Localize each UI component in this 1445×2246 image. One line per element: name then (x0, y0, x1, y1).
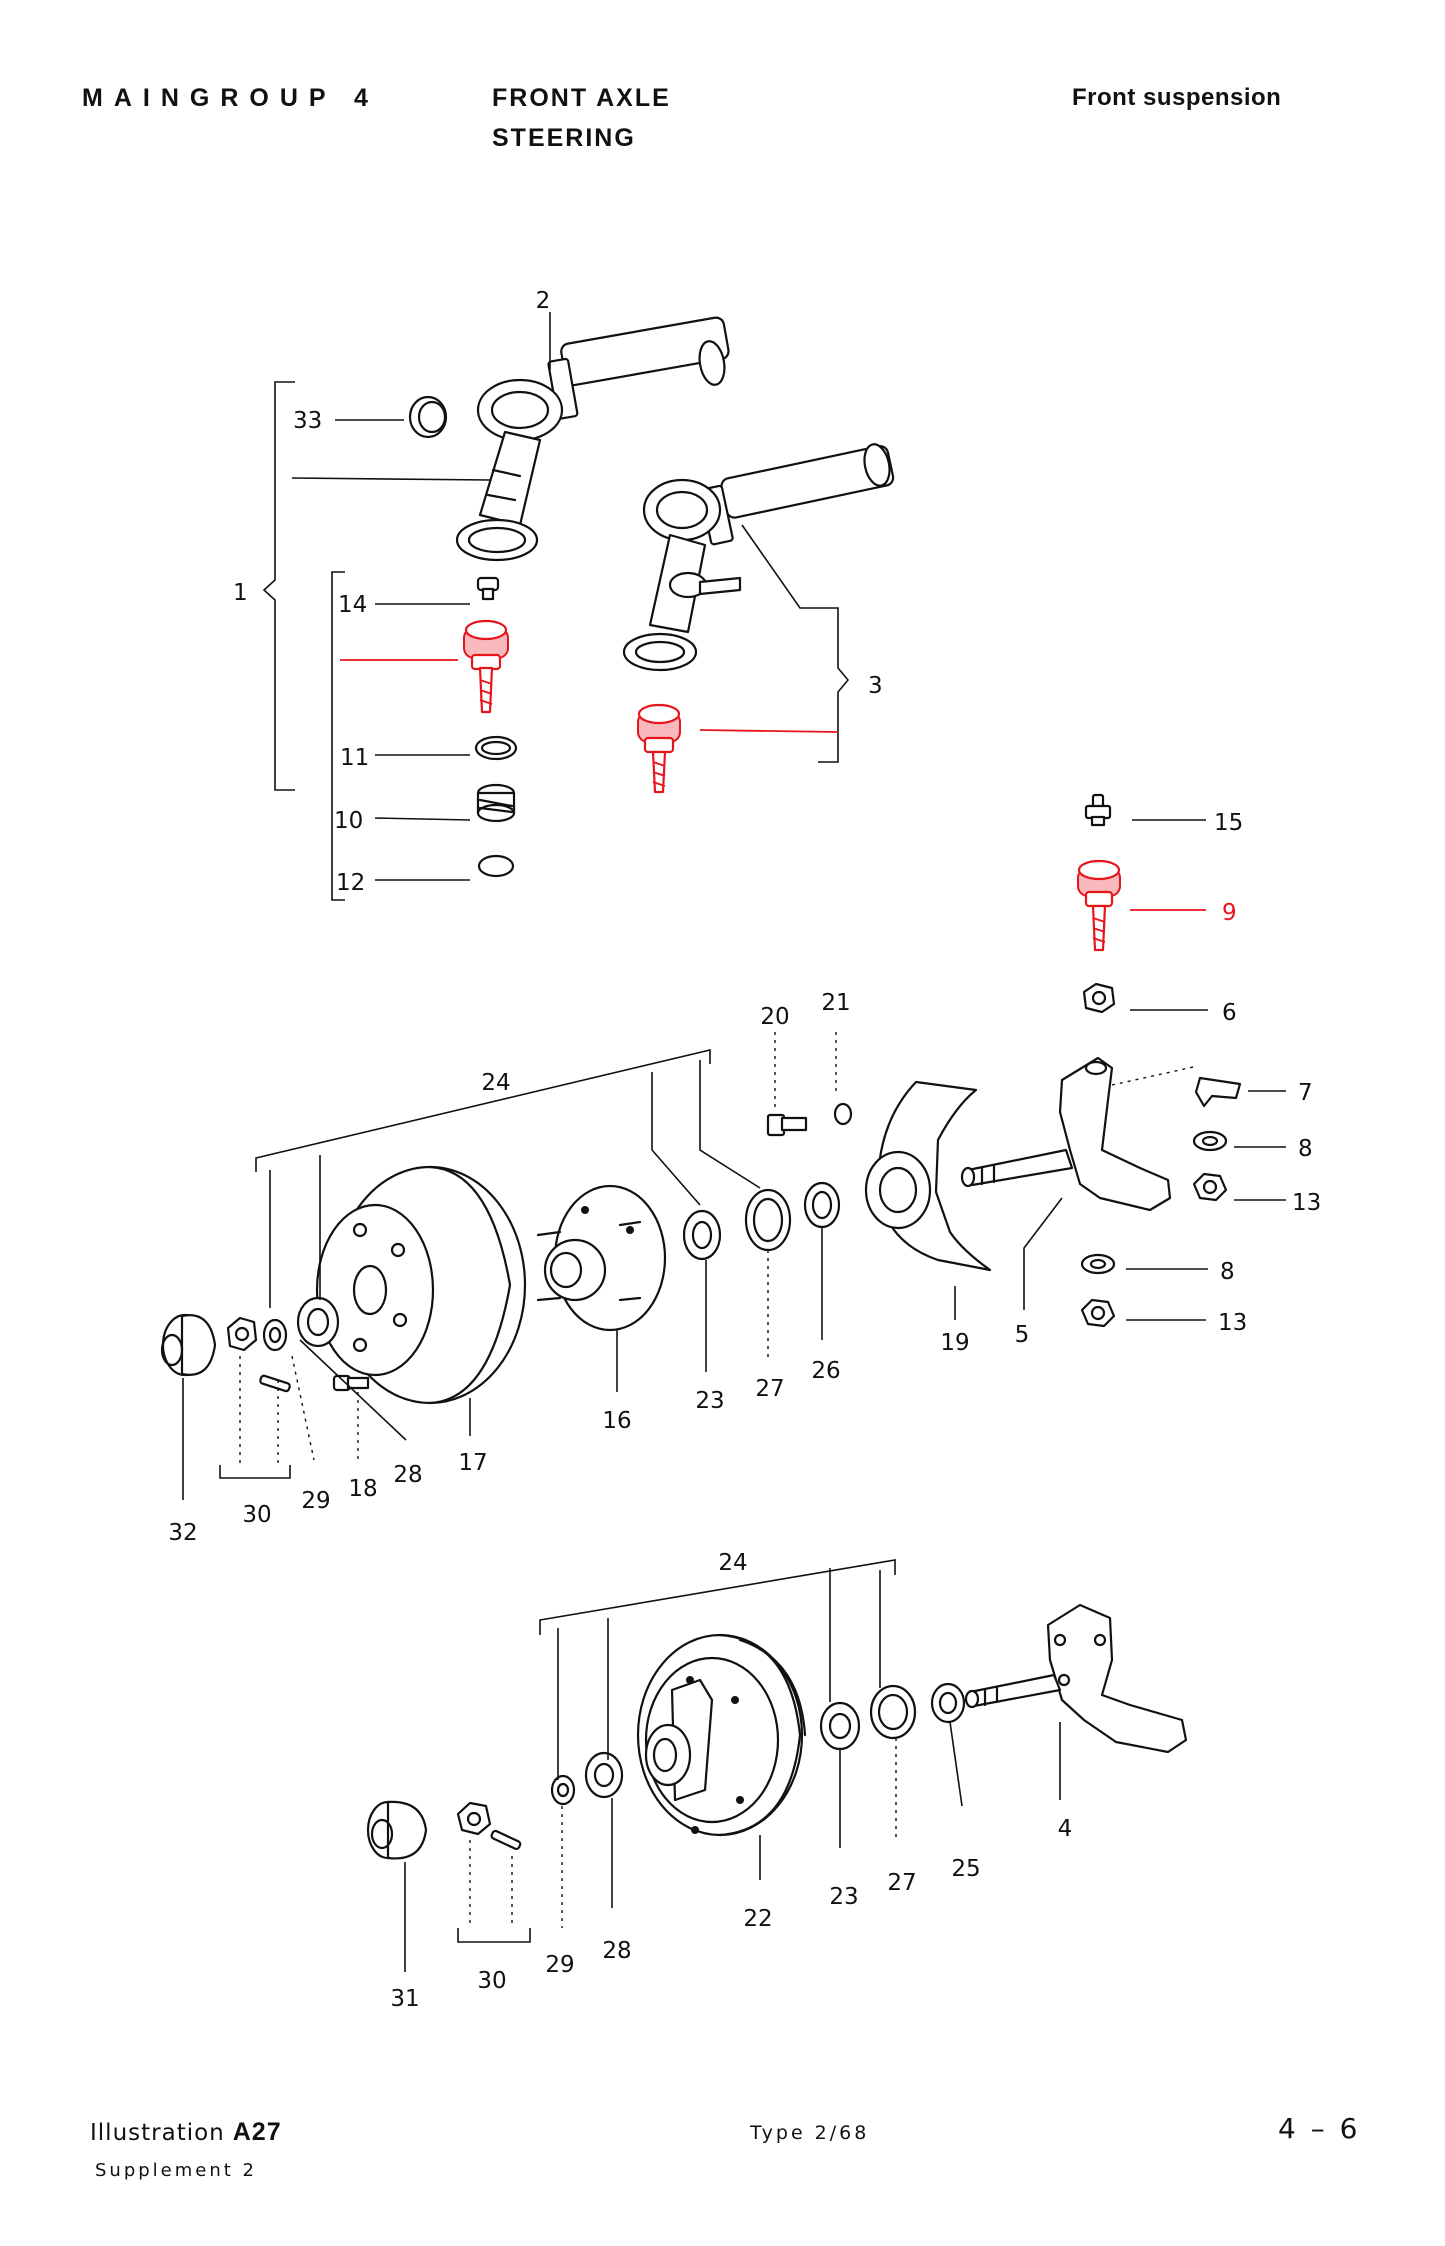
callout-10: 10 (334, 808, 363, 834)
upper-torsion-arm-assembly (455, 316, 730, 562)
part-14-plug (476, 576, 500, 601)
callout-22: 22 (743, 1906, 772, 1932)
callout-23-upper: 23 (695, 1388, 724, 1414)
ball-joint-upper-highlight (463, 619, 509, 714)
callout-14: 14 (338, 592, 367, 618)
callout-labels: 2 33 1 14 11 10 12 3 15 9 6 7 8 13 8 13 … (168, 288, 1321, 2012)
callout-6: 6 (1222, 1000, 1237, 1026)
section-title: FRONT AXLE (492, 84, 671, 112)
callout-17: 17 (458, 1450, 487, 1476)
callout-7: 7 (1298, 1080, 1313, 1106)
part-5-steering-knuckle (960, 1056, 1172, 1212)
illustration-text: Illustration (90, 2120, 225, 2146)
part-4-steering-knuckle (964, 1603, 1188, 1754)
callout-8-upper: 8 (1298, 1136, 1313, 1162)
callout-29-upper: 29 (301, 1488, 330, 1514)
illustration-label: Illustration A27 (90, 2118, 282, 2147)
callout-1: 1 (233, 580, 248, 606)
part-20-bolt (766, 1113, 808, 1137)
callout-18: 18 (348, 1476, 377, 1502)
part-17-brake-disc (315, 1165, 527, 1405)
callout-16: 16 (602, 1408, 631, 1434)
ball-joint-lower-highlight (637, 703, 681, 794)
part-32-grease-cap (160, 1313, 217, 1377)
callout-28-upper: 28 (393, 1462, 422, 1488)
callout-29-lower: 29 (545, 1952, 574, 1978)
part-16-wheel-hub (536, 1184, 667, 1332)
main-group-label: MAINGROUP 4 (82, 84, 379, 112)
part-26-spacer (803, 1181, 841, 1229)
part-28-bearing-drum-group (584, 1751, 624, 1799)
part-9-ball-joint-highlight (1077, 859, 1121, 952)
callout-9: 9 (1222, 900, 1237, 926)
part-27-bearing-outer-race (744, 1188, 792, 1252)
part-30-nut-drum-group (456, 1801, 522, 1851)
part-15-grease-nipple (1084, 793, 1112, 827)
part-18-bolt (332, 1374, 370, 1392)
part-8-washer-lower (1080, 1253, 1116, 1275)
callout-21: 21 (821, 990, 850, 1016)
part-22-brake-drum (636, 1633, 807, 1837)
part-11-ring (474, 735, 518, 761)
callout-23-lower: 23 (829, 1884, 858, 1910)
part-10-bush (476, 783, 516, 823)
callout-12: 12 (336, 870, 365, 896)
callout-19: 19 (940, 1330, 969, 1356)
callout-5: 5 (1015, 1322, 1030, 1348)
section-subtitle: STEERING (492, 124, 636, 152)
part-29-washer-drum-group (550, 1774, 576, 1806)
part-13-nut-upper (1192, 1172, 1228, 1202)
part-33-ring (408, 395, 448, 439)
illustration-code: A27 (232, 2118, 282, 2146)
callout-24-upper: 24 (481, 1070, 510, 1096)
part-23-bearing-drum-group (819, 1701, 861, 1751)
part-23-bearing (682, 1209, 722, 1261)
vehicle-type: Type 2/68 (750, 2122, 870, 2144)
callout-8-lower: 8 (1220, 1259, 1235, 1285)
part-19-splash-shield (864, 1080, 992, 1272)
part-7-clip (1194, 1076, 1242, 1108)
leader-lines (182, 312, 1286, 1972)
section-topic: Front suspension (1072, 84, 1282, 111)
callout-4: 4 (1058, 1816, 1073, 1842)
part-21-circlip (833, 1102, 853, 1126)
part-27-bearing-race-drum-group (869, 1684, 917, 1740)
page-number: 4 – 6 (1278, 2112, 1361, 2145)
callout-27-lower: 27 (887, 1870, 916, 1896)
callout-20: 20 (760, 1004, 789, 1030)
lower-torsion-arm-assembly (622, 443, 895, 672)
callout-33: 33 (293, 408, 322, 434)
part-30-nut-disc-group (226, 1316, 291, 1393)
callout-2: 2 (536, 288, 551, 314)
part-29-washer-disc-group (262, 1318, 288, 1352)
callout-3: 3 (868, 673, 883, 699)
callout-13-lower: 13 (1218, 1310, 1247, 1336)
callout-15: 15 (1214, 810, 1243, 836)
callout-30-lower: 30 (477, 1968, 506, 1994)
part-31-grease-cap (366, 1800, 428, 1860)
callout-24-lower: 24 (718, 1550, 747, 1576)
callout-26: 26 (811, 1358, 840, 1384)
callout-31: 31 (390, 1986, 419, 2012)
part-12-ring (477, 854, 515, 878)
callout-27-upper: 27 (755, 1376, 784, 1402)
callout-11: 11 (340, 745, 369, 771)
callout-32: 32 (168, 1520, 197, 1546)
part-25-spacer (930, 1682, 966, 1724)
part-6-nut (1082, 982, 1116, 1014)
part-13-nut-lower (1080, 1298, 1116, 1328)
callout-13-upper: 13 (1292, 1190, 1321, 1216)
part-8-washer-upper (1192, 1130, 1228, 1152)
part-28-bearing-disc-group (296, 1296, 340, 1348)
callout-28-lower: 28 (602, 1938, 631, 1964)
callout-25: 25 (951, 1856, 980, 1882)
callout-30-upper: 30 (242, 1502, 271, 1528)
supplement-label: Supplement 2 (95, 2160, 258, 2181)
